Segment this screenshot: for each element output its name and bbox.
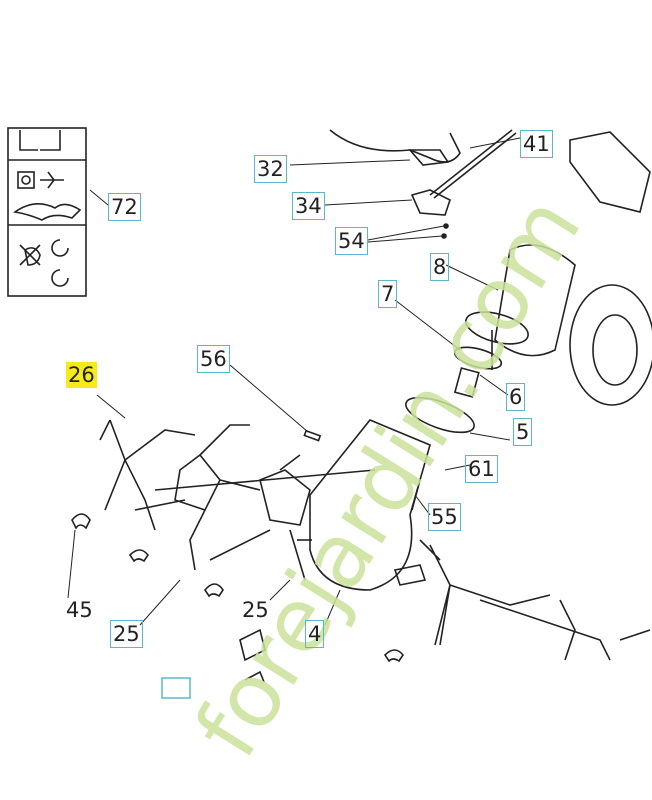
label-5: 5 xyxy=(513,418,533,446)
label-61: 61 xyxy=(465,455,498,483)
label-32: 32 xyxy=(254,155,287,183)
motor xyxy=(465,244,576,370)
label-41: 41 xyxy=(520,130,553,158)
label-34: 34 xyxy=(292,192,325,220)
tine-assembly-right xyxy=(419,539,651,661)
leader-lines xyxy=(67,137,521,626)
cover-5 xyxy=(405,396,475,434)
label-8: 8 xyxy=(430,253,450,281)
clip-45 xyxy=(71,513,91,530)
label-72: 72 xyxy=(108,193,141,221)
label-25-right: 25 xyxy=(242,598,269,622)
control-box xyxy=(569,131,651,213)
label-55: 55 xyxy=(428,503,461,531)
icon-panel xyxy=(7,127,87,297)
handle-housing xyxy=(329,129,461,163)
wheel xyxy=(569,284,652,406)
shaft-6 xyxy=(453,367,480,398)
label-6: 6 xyxy=(506,383,526,411)
label-4: 4 xyxy=(305,620,325,648)
gearbox-4 xyxy=(297,419,431,591)
flange-7 xyxy=(453,346,503,370)
label-25-left: 25 xyxy=(110,620,143,648)
tine-assembly-left xyxy=(99,419,376,581)
label-56: 56 xyxy=(197,345,230,373)
label-54: 54 xyxy=(335,227,368,255)
part-34 xyxy=(410,189,451,216)
label-7: 7 xyxy=(378,280,398,308)
label-26-highlighted: 26 xyxy=(66,362,97,388)
label-45: 45 xyxy=(66,598,93,622)
